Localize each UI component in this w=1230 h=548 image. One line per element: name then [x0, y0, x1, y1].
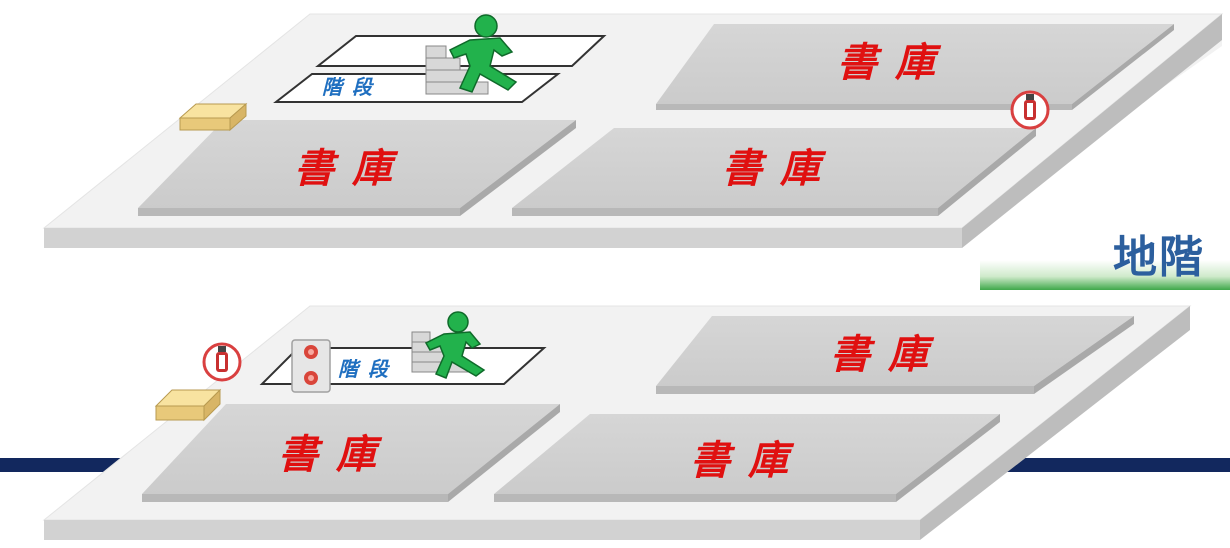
upper-floor: 書庫 書庫 書庫 階段 — [42, 13, 1224, 248]
upper-room-1-label: 書庫 — [837, 39, 953, 86]
upper-room-3-label: 書庫 — [722, 145, 838, 192]
lower-fire-extinguisher-icon — [202, 342, 242, 382]
upper-room-3: 書庫 — [512, 128, 1036, 216]
upper-fire-extinguisher-icon — [1010, 90, 1050, 130]
lower-floor: 書庫 書庫 書庫 階段 — [42, 305, 1192, 540]
upper-stairs-label: 階段 — [322, 75, 382, 99]
lower-room-1: 書庫 — [656, 316, 1134, 394]
lower-alarm-panel-icon — [291, 339, 331, 393]
lower-stairs-label: 階段 — [338, 357, 398, 381]
lower-room-3: 書庫 — [494, 414, 1000, 502]
lower-stairs: 階段 — [259, 311, 547, 385]
lower-running-man-icon — [424, 311, 486, 379]
floor-label-text: 地階 — [1113, 232, 1205, 283]
lower-storage-box-icon — [154, 388, 222, 422]
upper-stairs: 階段 — [273, 14, 607, 103]
lower-room-2: 書庫 — [142, 404, 560, 502]
upper-running-man-icon — [448, 14, 518, 93]
lower-room-1-label: 書庫 — [830, 331, 946, 378]
upper-storage-box-icon — [178, 102, 248, 132]
lower-room-2-label: 書庫 — [278, 431, 394, 478]
upper-room-2: 書庫 — [138, 120, 576, 216]
floor-label-badge: 地階 — [980, 232, 1230, 290]
upper-room-2-label: 書庫 — [294, 145, 410, 192]
lower-room-3-label: 書庫 — [690, 437, 806, 484]
upper-room-1: 書庫 — [656, 24, 1174, 110]
